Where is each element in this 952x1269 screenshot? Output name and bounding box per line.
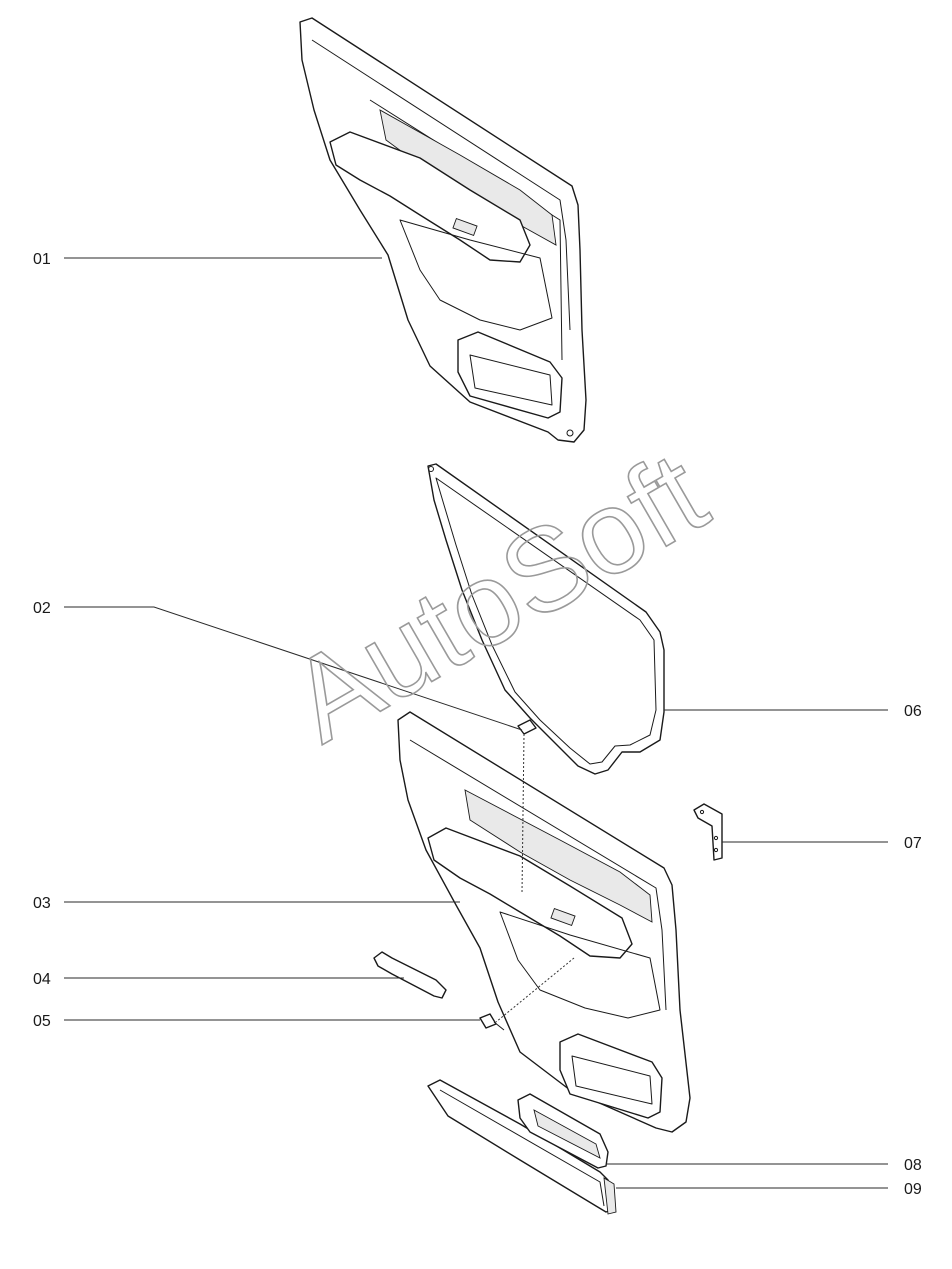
callout-02: 02: [33, 600, 51, 617]
switch-bezel[interactable]: [517, 1093, 609, 1169]
mounting-bracket[interactable]: [693, 803, 723, 861]
callout-06: 06: [904, 703, 922, 720]
callout-05: 05: [33, 1013, 51, 1030]
leader-02: [64, 606, 523, 731]
callout-04: 04: [33, 971, 51, 988]
callout-09: 09: [904, 1181, 922, 1198]
lower-trim-strip[interactable]: [427, 1079, 617, 1215]
handle-cover[interactable]: [373, 951, 447, 999]
assembly-guide-lines: [495, 733, 575, 1023]
door-trim-panel-assembled[interactable]: [299, 17, 587, 443]
leader-lines: [64, 257, 888, 1189]
clip-part[interactable]: [517, 719, 537, 735]
callout-03: 03: [33, 895, 51, 912]
callout-labels: 01 02 03 04 05 06 07 08 09: [33, 251, 922, 1198]
door-trim-panel-base[interactable]: [397, 711, 691, 1133]
callout-07: 07: [904, 835, 922, 852]
water-shield-film[interactable]: [427, 463, 665, 775]
callout-01: 01: [33, 251, 51, 268]
callout-08: 08: [904, 1157, 922, 1174]
screw-fastener[interactable]: [479, 1013, 505, 1031]
